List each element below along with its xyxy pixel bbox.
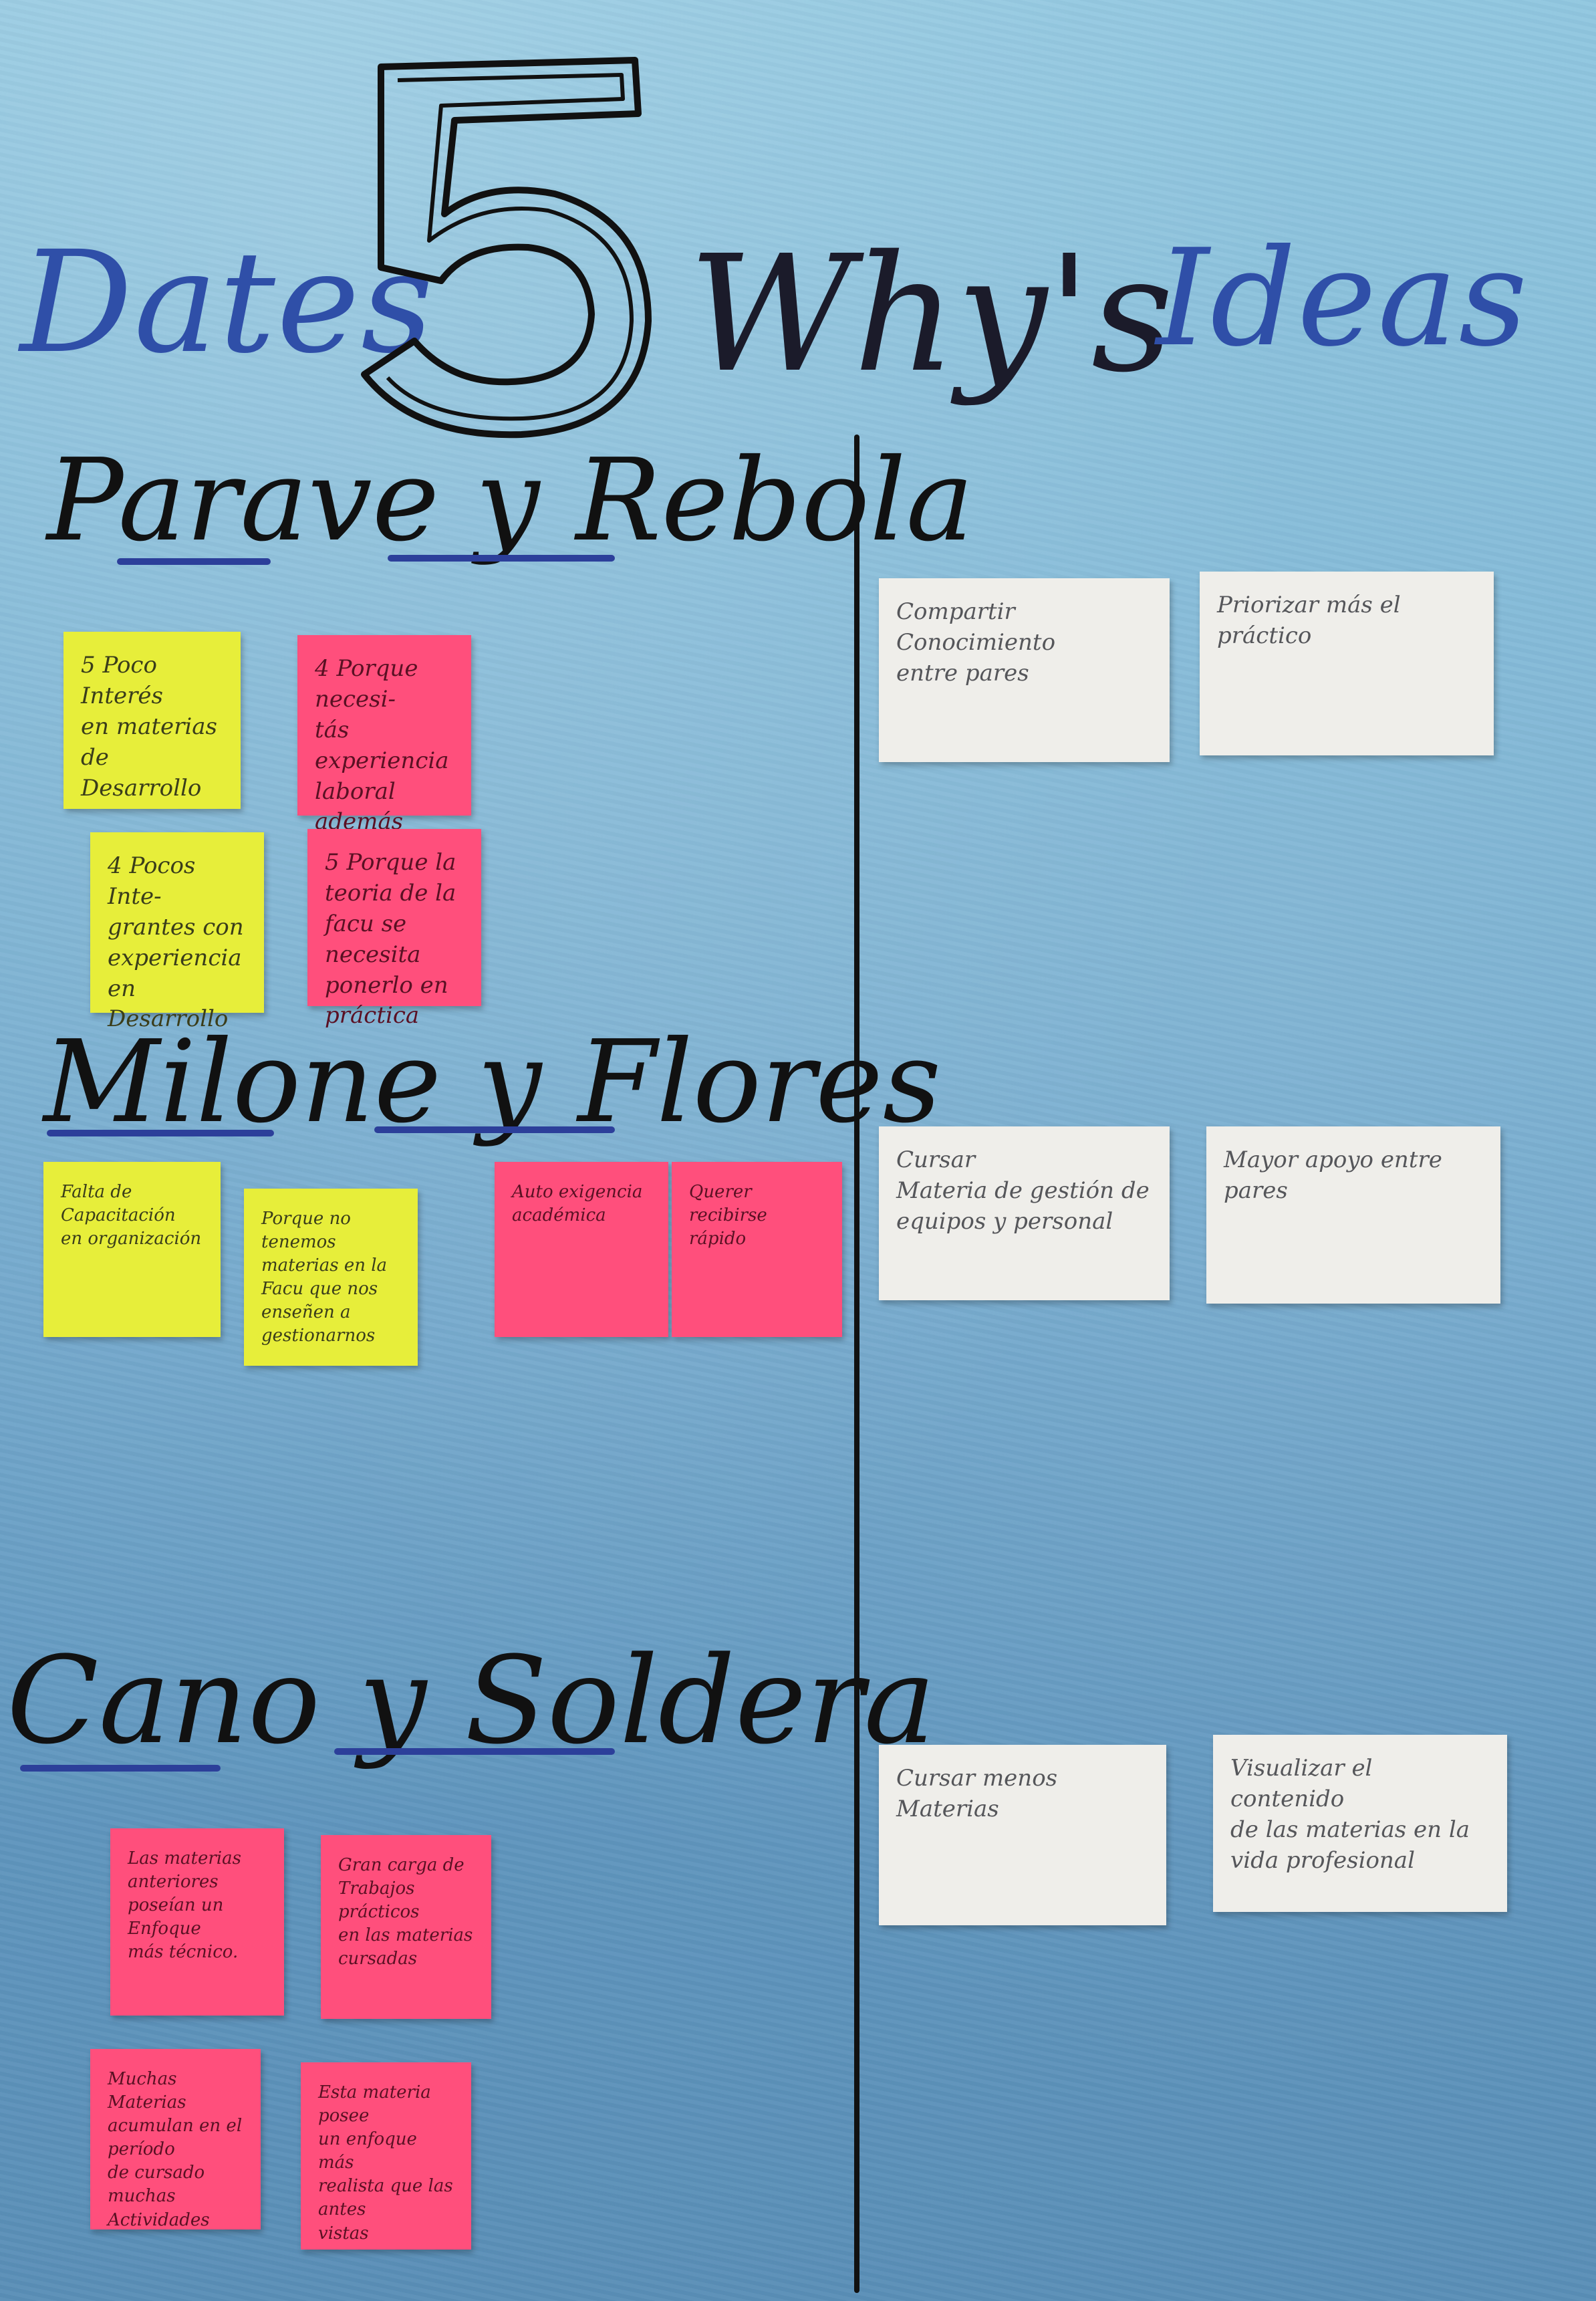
title-dates: Dates bbox=[20, 221, 435, 384]
section-underline-3a bbox=[20, 1765, 221, 1772]
section-underline-1b bbox=[388, 555, 615, 562]
section-title-3: Cano y Soldera bbox=[7, 1631, 936, 1771]
idea-card: Priorizar más el práctico bbox=[1200, 572, 1494, 755]
section-underline-1a bbox=[117, 558, 271, 565]
idea-card: Cursar Materia de gestión de equipos y p… bbox=[879, 1126, 1170, 1300]
title-ideas: Ideas bbox=[1156, 221, 1529, 376]
section-underline-3b bbox=[334, 1748, 615, 1755]
idea-card: Visualizar el contenido de las materias … bbox=[1213, 1735, 1507, 1912]
section-underline-2a bbox=[47, 1130, 274, 1136]
idea-card: Cursar menos Materias bbox=[879, 1745, 1166, 1925]
sticky-note: Gran carga de Trabajos prácticos en las … bbox=[321, 1835, 491, 2019]
section-title-1: Parave y Rebola bbox=[47, 435, 974, 567]
sticky-note: Las materias anteriores poseían un Enfoq… bbox=[110, 1828, 284, 2016]
sticky-note: 5 Poco Interés en materias de Desarrollo bbox=[63, 632, 241, 809]
sticky-note: Auto exigencia académica bbox=[495, 1162, 668, 1337]
sticky-note: Querer recibirse rápido bbox=[672, 1162, 842, 1337]
center-divider-line bbox=[854, 435, 859, 2293]
title-whys: Why's bbox=[688, 221, 1174, 408]
sticky-note: Muchas Materias acumulan en el período d… bbox=[90, 2049, 261, 2230]
sticky-note: Esta materia posee un enfoque más realis… bbox=[301, 2062, 471, 2250]
sticky-note: Porque no tenemos materias en la Facu qu… bbox=[244, 1189, 418, 1366]
sticky-note: Falta de Capacitación en organización bbox=[43, 1162, 221, 1337]
idea-card: Compartir Conocimiento entre pares bbox=[879, 578, 1170, 762]
idea-card: Mayor apoyo entre pares bbox=[1206, 1126, 1500, 1304]
section-underline-2b bbox=[374, 1126, 615, 1133]
title-five-outline bbox=[361, 57, 652, 439]
sticky-note: 5 Porque la teoria de la facu se necesit… bbox=[307, 829, 481, 1029]
sticky-note: 4 Pocos Inte- grantes con experiencia en… bbox=[90, 832, 264, 1032]
sticky-note: 4 Porque necesi- tás experiencia laboral… bbox=[297, 635, 471, 866]
